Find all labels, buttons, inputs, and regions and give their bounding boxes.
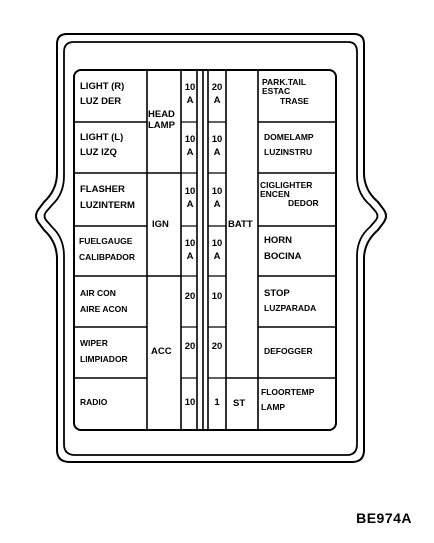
left-circuit-6-en: WIPER <box>80 338 108 348</box>
headlamp-group-label: HEAD LAMP <box>148 110 175 131</box>
right-circuit-3-en: CIGLIGHTER <box>260 180 313 190</box>
left-circuit-4-en: FUELGAUGE <box>79 236 133 246</box>
left-circuit-7: RADIO <box>80 398 107 407</box>
left-circuit-1: LIGHT (R) LUZ DER <box>80 82 124 107</box>
left-circuit-4-es: CALIBPADOR <box>79 251 136 262</box>
fuse-box-inner-rim <box>43 41 379 456</box>
left-circuit-5-es: AIRE ACON <box>80 303 128 314</box>
right-circuit-4-en: HORN <box>264 235 292 246</box>
left-circuit-2-es: LUZ IZQ <box>80 146 117 158</box>
right-circuit-1-en: PARK.TAIL <box>262 77 307 87</box>
left-circuit-5-en: AIR CON <box>80 288 116 298</box>
right-circuit-3-es2: DEDOR <box>288 197 319 208</box>
left-circuit-3-en: FLASHER <box>80 184 125 195</box>
right-circuit-1: PARK.TAIL ESTAC TRASE <box>262 78 309 106</box>
left-circuit-5: AIR CON AIRE ACON <box>80 289 127 314</box>
left-circuit-6-es: LIMPIADOR <box>80 353 128 364</box>
right-circuit-2-es: LUZINSTRU <box>264 146 313 157</box>
left-circuit-3: FLASHER LUZINTERM <box>80 185 135 211</box>
st-group-label: ST <box>233 398 246 409</box>
right-circuit-2-en: DOMELAMP <box>264 132 314 142</box>
fuse-rating-right-6: 20 <box>211 341 223 352</box>
right-circuit-7: FLOORTEMP LAMP <box>261 388 314 412</box>
fuse-box-housing <box>35 33 387 463</box>
batt-group-label: BATT <box>228 219 253 230</box>
left-circuit-4: FUELGAUGE CALIBPADOR <box>79 237 135 262</box>
left-circuit-2-en: LIGHT (L) <box>80 132 124 143</box>
left-circuit-1-es: LUZ DER <box>80 95 122 107</box>
right-circuit-6-en: DEFOGGER <box>264 346 313 356</box>
right-circuit-7-en: FLOORTEMP <box>261 387 315 397</box>
headlamp-group-line1: HEAD <box>148 109 175 120</box>
fuse-panel <box>73 69 337 431</box>
fuse-rating-left-5: 20 <box>184 291 196 302</box>
right-circuit-3-es: ENCEN <box>260 188 290 199</box>
right-circuit-5-en: STOP <box>264 288 290 299</box>
left-circuit-2: LIGHT (L) LUZ IZQ <box>80 133 123 158</box>
left-circuit-3-es: LUZINTERM <box>80 199 135 211</box>
left-circuit-6: WIPER LIMPIADOR <box>80 339 128 364</box>
left-circuit-1-en: LIGHT (R) <box>80 81 125 92</box>
right-circuit-5-es: LUZPARADA <box>264 302 317 313</box>
right-circuit-4: HORN BOCINA <box>264 236 301 262</box>
fuse-rating-right-7: 1 <box>214 397 220 408</box>
headlamp-group-line2: LAMP <box>148 119 175 131</box>
right-circuit-6: DEFOGGER <box>264 347 313 356</box>
right-circuit-5: STOP LUZPARADA <box>264 289 316 313</box>
right-circuit-1-es2: TRASE <box>280 95 309 106</box>
left-circuit-7-en: RADIO <box>80 397 108 407</box>
right-circuit-3: CIGLIGHTER ENCEN DEDOR <box>260 181 319 208</box>
right-circuit-1-es: ESTAC <box>262 85 291 96</box>
right-circuit-4-es: BOCINA <box>264 250 302 262</box>
reference-code: BE974A <box>356 510 412 526</box>
ign-group-label: IGN <box>152 219 169 230</box>
fuse-rating-left-7: 10 <box>184 397 196 408</box>
fuse-rating-left-6: 20 <box>184 341 196 352</box>
right-circuit-7-es: LAMP <box>261 401 286 412</box>
fuse-rating-right-5: 10 <box>211 291 223 302</box>
right-circuit-2: DOMELAMP LUZINSTRU <box>264 133 314 157</box>
acc-group-label: ACC <box>151 346 172 357</box>
